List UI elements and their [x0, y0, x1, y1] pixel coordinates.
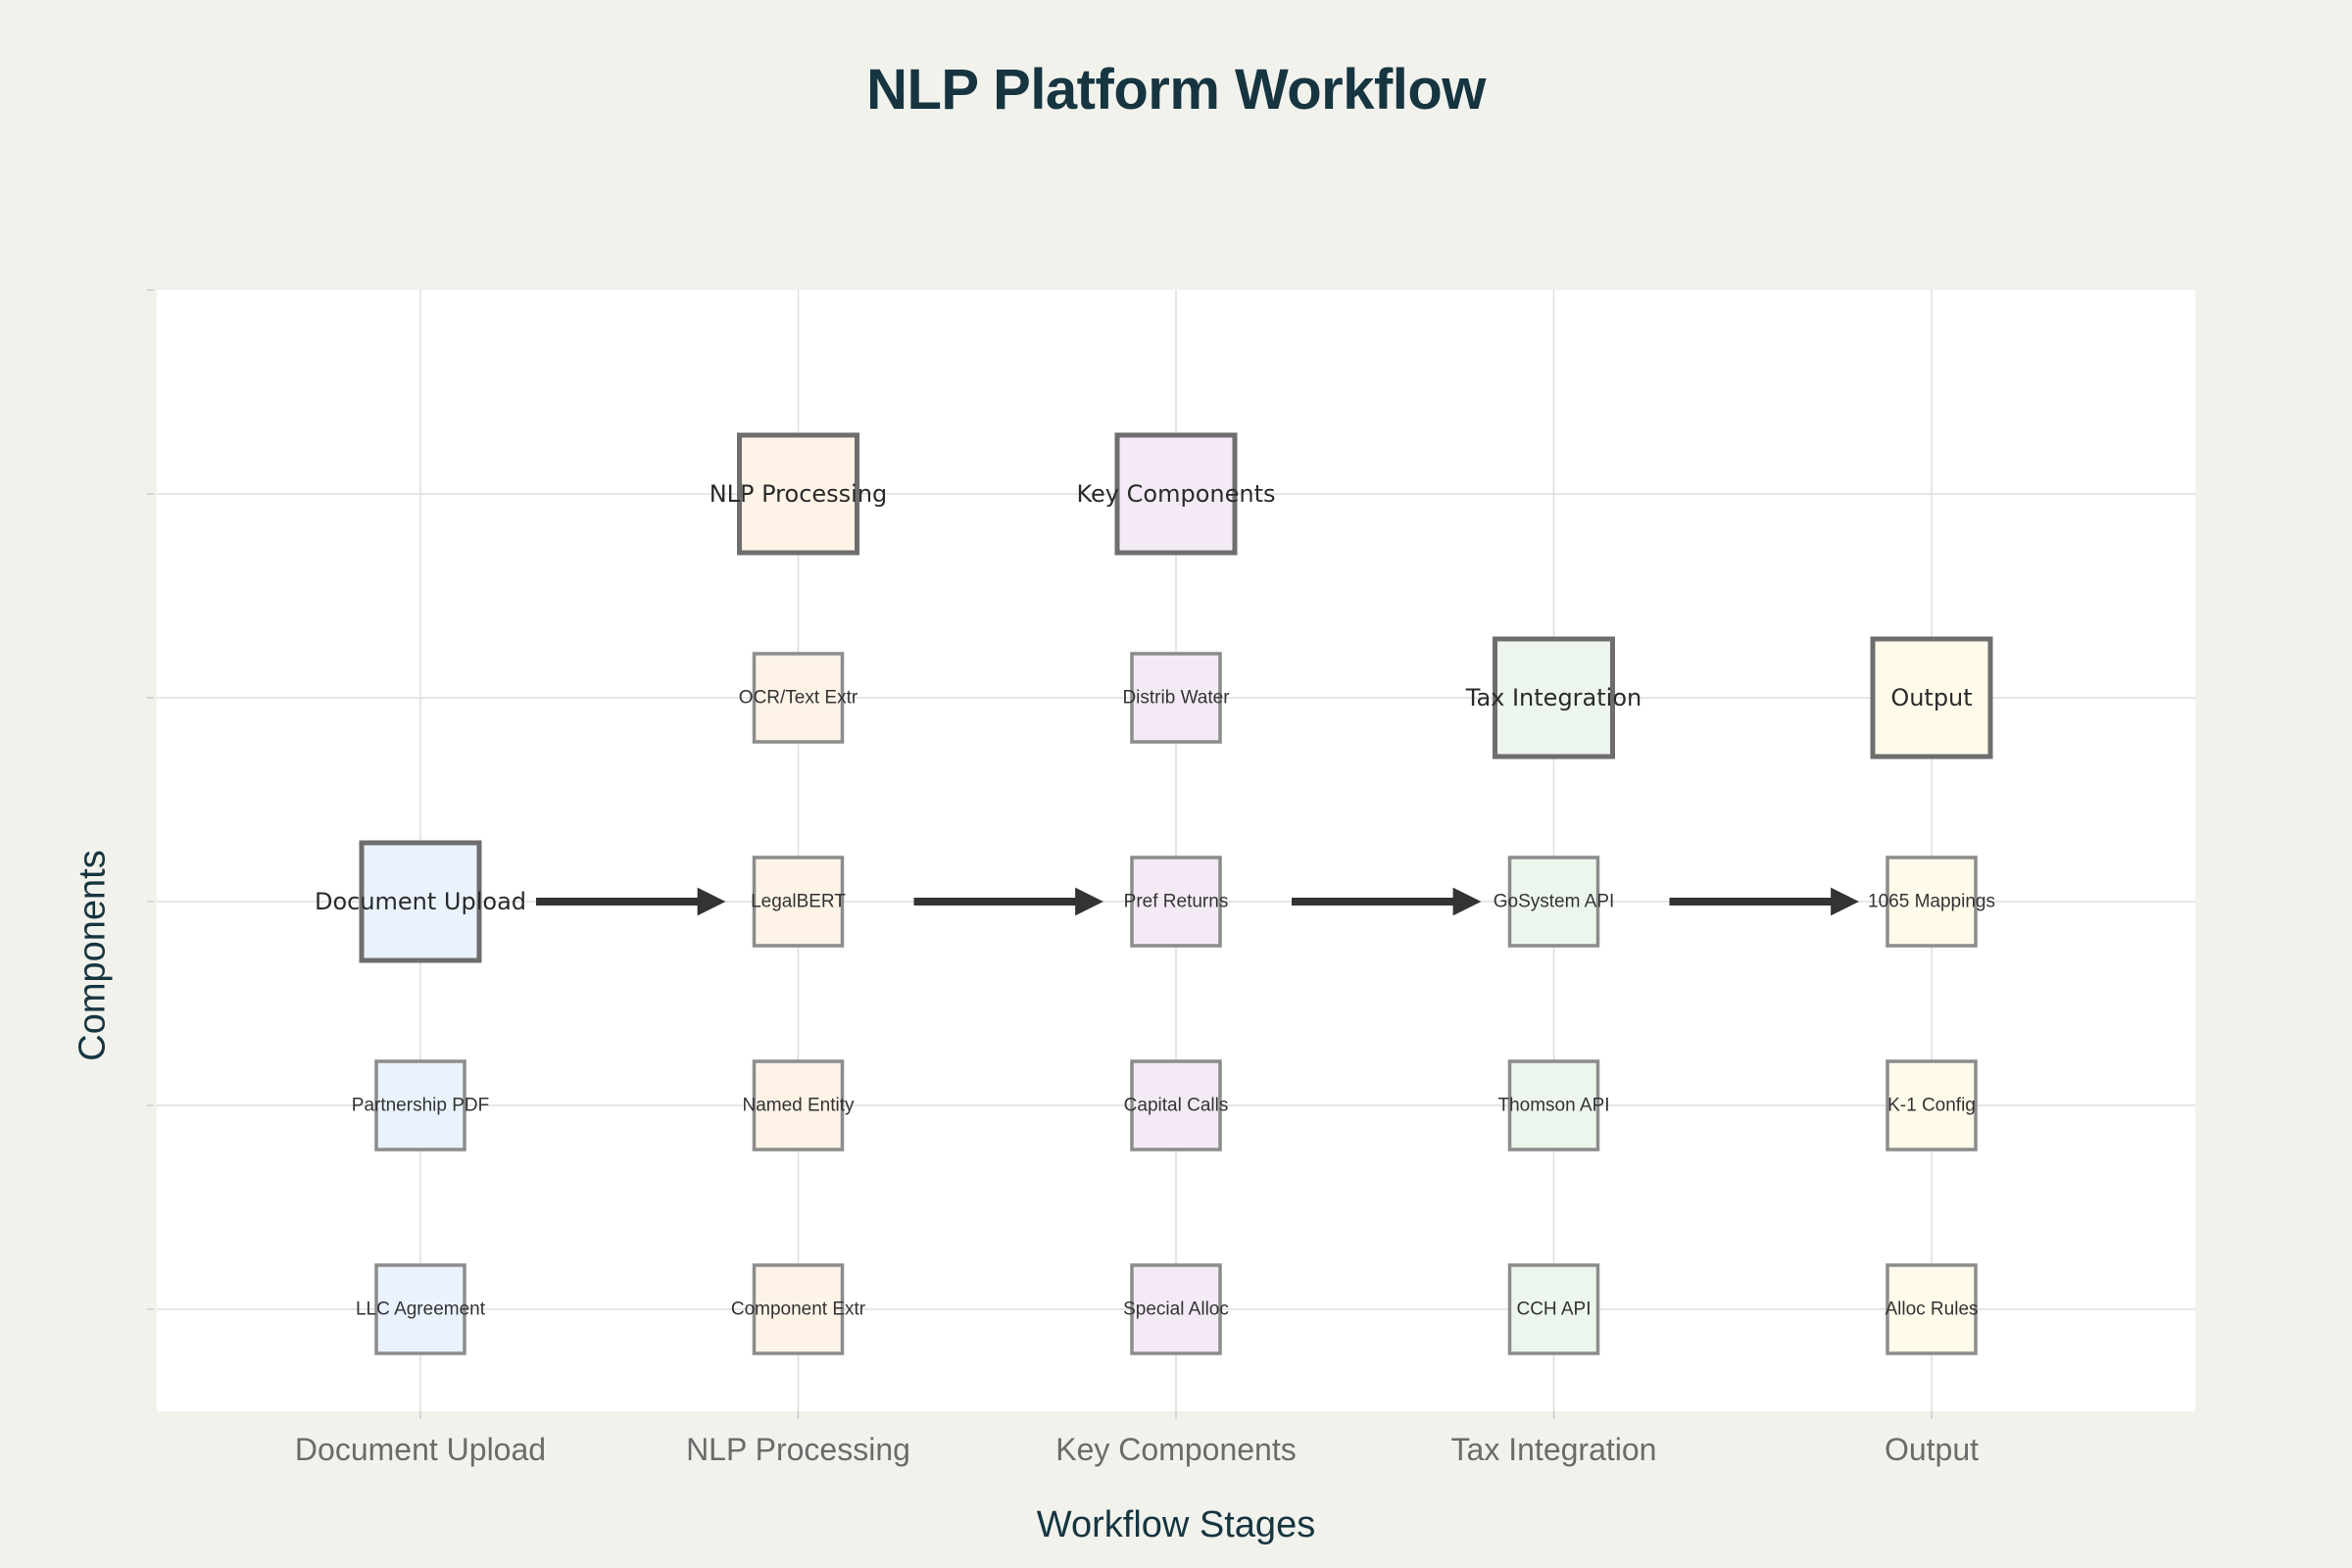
node-box: [1130, 856, 1222, 948]
component-node-legalbert: LegalBERT: [751, 856, 846, 948]
node-label: Distrib Water: [1122, 688, 1230, 709]
node-box: [1886, 1059, 1978, 1152]
component-node-thomson-api: Thomson API: [1497, 1059, 1610, 1152]
node-label: GoSystem API: [1494, 892, 1615, 912]
node-label: Special Alloc: [1123, 1299, 1229, 1320]
node-label: 1065 Mappings: [1868, 892, 1995, 912]
component-node-alloc-rules: Alloc Rules: [1885, 1263, 1979, 1355]
component-node-cch-api: CCH API: [1507, 1263, 1600, 1355]
node-box: [1130, 1059, 1222, 1152]
node-label: Tax Integration: [1465, 684, 1642, 711]
node-box: [1507, 856, 1600, 948]
component-node-gosystem-api: GoSystem API: [1494, 856, 1615, 948]
x-tick-label-key-components: Key Components: [1055, 1432, 1296, 1467]
x-tick-label-nlp-processing: NLP Processing: [686, 1432, 910, 1467]
node-box: [1130, 652, 1222, 744]
stage-node-nlp-processing: NLP Processing: [710, 432, 888, 556]
node-box: [752, 1059, 845, 1152]
component-node-component-extr: Component Extr: [731, 1263, 866, 1355]
stage-node-key-components: Key Components: [1077, 432, 1276, 556]
stage-node-output: Output: [1870, 636, 1993, 760]
component-node-pref-returns: Pref Returns: [1124, 856, 1229, 948]
node-label: Document Upload: [315, 888, 526, 915]
node-box: [1507, 1263, 1600, 1355]
stage-node-tax-integration: Tax Integration: [1465, 636, 1642, 760]
node-label: Output: [1890, 684, 1972, 711]
node-box: [359, 840, 482, 963]
x-tick-label-tax-integration: Tax Integration: [1451, 1432, 1657, 1467]
component-node-partnership-pdf: Partnership PDF: [352, 1059, 489, 1152]
node-box: [374, 1263, 466, 1355]
node-label: K-1 Config: [1887, 1096, 1976, 1116]
x-axis-title: Workflow Stages: [1036, 1504, 1316, 1545]
component-node-ocr-text-extr: OCR/Text Extr: [739, 652, 858, 744]
component-node-special-alloc: Special Alloc: [1123, 1263, 1229, 1355]
node-box: [1886, 856, 1978, 948]
component-node-distrib-water: Distrib Water: [1122, 652, 1230, 744]
component-node-named-entity: Named Entity: [742, 1059, 855, 1152]
component-node-1065-mappings: 1065 Mappings: [1868, 856, 1995, 948]
node-label: CCH API: [1516, 1299, 1591, 1320]
node-box: [1886, 1263, 1978, 1355]
node-box: [752, 1263, 845, 1355]
node-box: [1507, 1059, 1600, 1152]
node-label: Partnership PDF: [352, 1096, 489, 1116]
node-label: OCR/Text Extr: [739, 688, 858, 709]
node-box: [374, 1059, 466, 1152]
node-box: [752, 856, 845, 948]
component-node-k-1-config: K-1 Config: [1886, 1059, 1978, 1152]
node-box: [737, 432, 859, 556]
node-label: LegalBERT: [751, 892, 846, 912]
node-label: Component Extr: [731, 1299, 866, 1320]
node-label: NLP Processing: [710, 480, 888, 508]
node-box: [1493, 636, 1615, 760]
stage-node-document-upload: Document Upload: [315, 840, 526, 963]
component-node-capital-calls: Capital Calls: [1124, 1059, 1229, 1152]
node-box: [1114, 432, 1238, 556]
y-axis-title: Components: [72, 850, 114, 1061]
x-tick-label-output: Output: [1885, 1432, 1979, 1467]
node-label: LLC Agreement: [356, 1299, 486, 1320]
node-label: Pref Returns: [1124, 892, 1229, 912]
node-box: [1870, 636, 1993, 760]
node-label: Capital Calls: [1124, 1096, 1229, 1116]
node-box: [752, 652, 845, 744]
component-node-llc-agreement: LLC Agreement: [356, 1263, 486, 1355]
node-label: Named Entity: [742, 1096, 855, 1116]
node-box: [1130, 1263, 1222, 1355]
node-label: Alloc Rules: [1885, 1299, 1978, 1320]
node-label: Key Components: [1077, 480, 1276, 508]
node-label: Thomson API: [1497, 1096, 1609, 1116]
page-title: NLP Platform Workflow: [866, 58, 1486, 122]
x-tick-label-document-upload: Document Upload: [295, 1432, 546, 1467]
